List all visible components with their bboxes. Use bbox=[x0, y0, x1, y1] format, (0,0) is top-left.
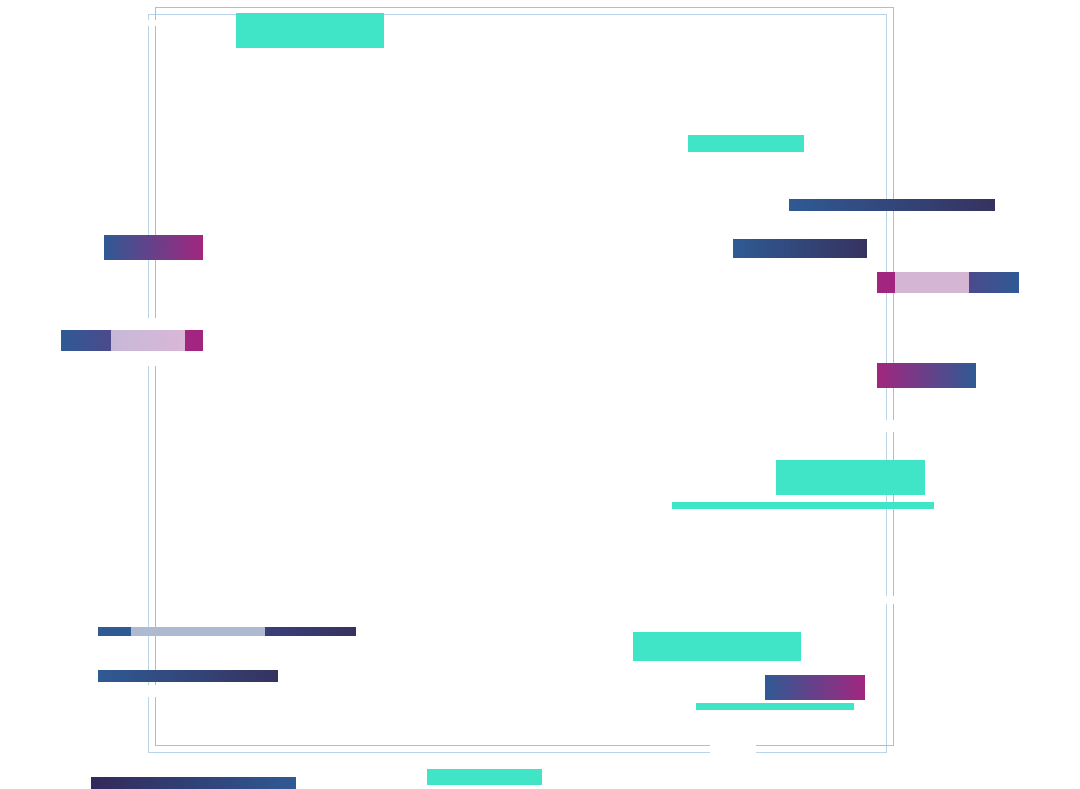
teal-line-lower-right bbox=[696, 703, 854, 710]
segment-magenta bbox=[877, 272, 895, 293]
segmented-bar-blue-lavender-navy-bottom-left bbox=[98, 627, 356, 636]
segment-lavender bbox=[131, 627, 265, 636]
gradient-bar-magenta-blue-right bbox=[877, 363, 976, 388]
frame-gap-left-bottom bbox=[145, 685, 157, 697]
teal-block-top-left bbox=[236, 13, 384, 48]
segment-blue bbox=[969, 272, 1019, 293]
segment-magenta bbox=[185, 330, 203, 351]
segment-pink bbox=[111, 330, 185, 351]
gradient-bar-blue-navy-bottom-left bbox=[98, 670, 278, 682]
gradient-bar-blue-magenta-lower-right bbox=[765, 675, 865, 700]
segmented-bar-magenta-pink-blue bbox=[877, 272, 1019, 293]
segment-blue bbox=[98, 627, 131, 636]
segmented-bar-blue-pink-magenta-left bbox=[61, 330, 203, 351]
teal-block-lower-right bbox=[633, 632, 801, 661]
frame-gap-right-middle bbox=[883, 420, 897, 432]
teal-block-top-right bbox=[688, 135, 804, 152]
segment-blue bbox=[61, 330, 111, 351]
teal-block-middle-right bbox=[776, 460, 925, 495]
teal-block-bottom-center bbox=[427, 769, 542, 785]
frame-gap-bottom bbox=[710, 744, 756, 756]
segment-navy bbox=[265, 627, 356, 636]
gradient-bar-blue-navy-right bbox=[733, 239, 867, 258]
frame-gap-right-lower bbox=[883, 596, 897, 604]
gradient-bar-navy-blue-bottom bbox=[91, 777, 296, 789]
segment-pink bbox=[895, 272, 969, 293]
teal-line-middle-right bbox=[672, 502, 934, 509]
frame-gap-left-top bbox=[145, 20, 157, 26]
gradient-bar-blue-magenta-left bbox=[104, 235, 203, 260]
gradient-bar-blue-navy-top-right bbox=[789, 199, 995, 211]
